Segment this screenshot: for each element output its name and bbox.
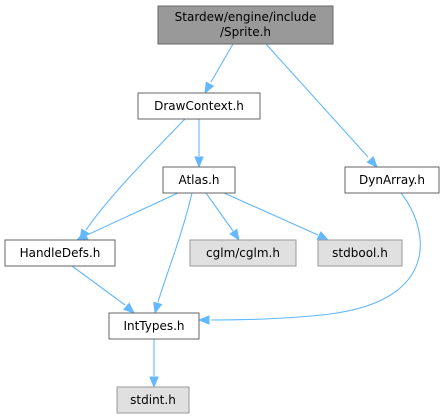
edge-line [210, 192, 421, 321]
node-sprite-label-line1: Stardew/engine/include [175, 10, 317, 24]
edge-line [157, 192, 193, 303]
edge-atlas-to-inttypes [153, 192, 193, 315]
node-handledefs-label: HandleDefs.h [20, 246, 101, 260]
node-stdbool-box [317, 239, 403, 267]
edge-arrowhead [194, 156, 204, 169]
node-cglm-label: cglm/cglm.h [206, 246, 280, 260]
node-handledefs-box [4, 239, 116, 267]
node-sprite-h[interactable]: Stardew/engine/include /Sprite.h [157, 5, 334, 45]
node-handledefs-h[interactable]: HandleDefs.h [4, 239, 116, 267]
node-inttypes-h[interactable]: IntTypes.h [108, 312, 200, 340]
edge-arrowhead [229, 228, 240, 242]
edge-dynarray-to-inttypes [197, 192, 421, 325]
edge-atlas-to-handledefs [75, 192, 179, 241]
node-sprite-label-line2: /Sprite.h [220, 25, 271, 39]
edge-line [205, 192, 234, 232]
edge-line [223, 192, 319, 236]
node-cglm-box [189, 239, 297, 267]
node-dynarray-label: DynArray.h [359, 173, 425, 187]
edge-line [71, 265, 126, 306]
node-drawcontext-label: DrawContext.h [154, 99, 244, 113]
node-sprite-box [157, 5, 334, 45]
node-cglm-h[interactable]: cglm/cglm.h [189, 239, 297, 267]
edge-inttypes-to-stdint [149, 339, 159, 389]
node-atlas-label: Atlas.h [178, 173, 219, 187]
nodes-layer: Stardew/engine/include /Sprite.h DrawCon… [4, 5, 440, 414]
edge-line [210, 43, 234, 83]
edges-layer [71, 43, 421, 389]
node-atlas-box [162, 166, 236, 194]
node-stdint-box [116, 386, 190, 414]
edge-drawcontext-to-atlas [194, 119, 204, 169]
edge-arrowhead [149, 376, 159, 389]
edge-sprite-to-drawcontext [204, 43, 234, 95]
node-drawcontext-h[interactable]: DrawContext.h [137, 92, 261, 120]
node-dynarray-box [344, 166, 440, 194]
node-inttypes-label: IntTypes.h [123, 319, 184, 333]
edge-atlas-to-stdbool [223, 192, 330, 241]
edge-arrowhead [197, 315, 210, 325]
node-dynarray-h[interactable]: DynArray.h [344, 166, 440, 194]
edge-arrowhead [153, 301, 163, 315]
edge-arrowhead [123, 302, 136, 314]
edge-line [86, 192, 179, 236]
node-stdint-h[interactable]: stdint.h [116, 386, 190, 414]
node-inttypes-box [108, 312, 200, 340]
edge-sprite-to-dynarray [265, 43, 378, 169]
edge-handledefs-to-inttypes [71, 265, 136, 314]
edge-line [85, 118, 186, 231]
edge-atlas-to-cglm [205, 192, 240, 242]
edge-arrowhead [366, 156, 378, 169]
node-stdbool-h[interactable]: stdbool.h [317, 239, 403, 267]
node-stdbool-label: stdbool.h [332, 246, 388, 260]
edge-arrowhead [316, 231, 330, 241]
node-drawcontext-box [137, 92, 261, 120]
node-atlas-h[interactable]: Atlas.h [162, 166, 236, 194]
edge-arrowhead [204, 81, 215, 95]
edge-line [265, 43, 369, 158]
node-stdint-label: stdint.h [130, 393, 176, 407]
